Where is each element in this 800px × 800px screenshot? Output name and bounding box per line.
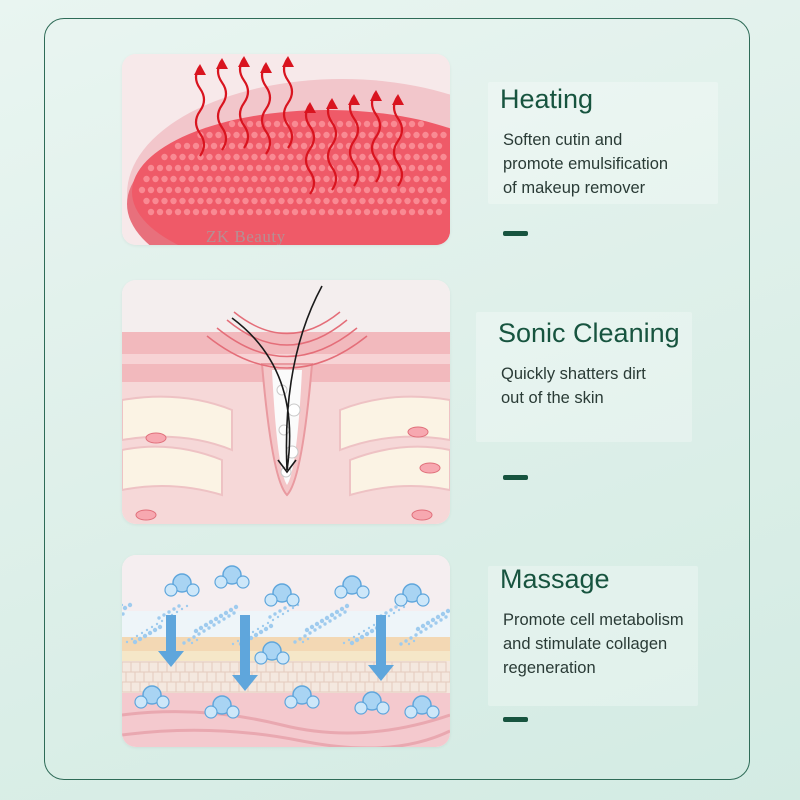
- heat-arrow-icon: [392, 94, 404, 187]
- page-frame: [44, 18, 750, 780]
- feature-description: Soften cutin and promote emulsification …: [503, 128, 713, 200]
- silicone-brush: [127, 110, 450, 245]
- down-arrow-icon: [158, 615, 394, 691]
- description-line: Quickly shatters dirt: [501, 365, 646, 383]
- down-arrow-icon: [231, 285, 323, 474]
- description-line: Soften cutin and: [503, 131, 623, 149]
- description-line: and stimulate collagen: [503, 635, 668, 653]
- heat-arrow-icon: [348, 94, 360, 187]
- feature-description: Promote cell metabolism and stimulate co…: [503, 608, 713, 680]
- accent-dash: [503, 475, 528, 480]
- massage-illustration: [122, 555, 450, 747]
- accent-dash: [503, 231, 528, 236]
- heat-arrow-icon: [216, 58, 228, 151]
- description-line: promote emulsification: [503, 155, 669, 173]
- feature-description: Quickly shatters dirt out of the skin: [501, 362, 711, 410]
- heat-arrow-icon: [304, 102, 316, 195]
- description-line: regeneration: [503, 659, 596, 677]
- heat-arrow-icon: [370, 90, 382, 183]
- heat-arrow-icon: [260, 62, 272, 155]
- feature-title: Heating: [500, 84, 594, 114]
- feature-title: Sonic Cleaning: [498, 318, 680, 348]
- description-line: Promote cell metabolism: [503, 611, 684, 629]
- feature-panel: [476, 312, 692, 442]
- heat-arrow-icon: [194, 64, 206, 157]
- heat-arrow-icon: [282, 56, 294, 149]
- heat-arrows: [194, 56, 404, 195]
- massage-image: [122, 555, 450, 747]
- heat-arrow-icon: [238, 56, 250, 149]
- heat-arrow-icon: [326, 98, 338, 191]
- feature-panel: [488, 566, 698, 706]
- description-line: out of the skin: [501, 389, 604, 407]
- accent-dash: [503, 717, 528, 722]
- skin-layers: [122, 332, 450, 524]
- heating-image: ZK Beauty: [122, 54, 450, 245]
- description-line: of makeup remover: [503, 179, 646, 197]
- feature-panel: [488, 82, 718, 204]
- water-molecule-icon: [134, 565, 440, 719]
- watermark-text: ZK Beauty: [206, 227, 286, 245]
- feature-title: Massage: [500, 564, 610, 594]
- sonic-cleaning-illustration: [122, 280, 450, 524]
- sonic-cleaning-image: [122, 280, 450, 524]
- sonic-waves: [206, 311, 368, 369]
- heating-illustration: ZK Beauty: [122, 54, 450, 245]
